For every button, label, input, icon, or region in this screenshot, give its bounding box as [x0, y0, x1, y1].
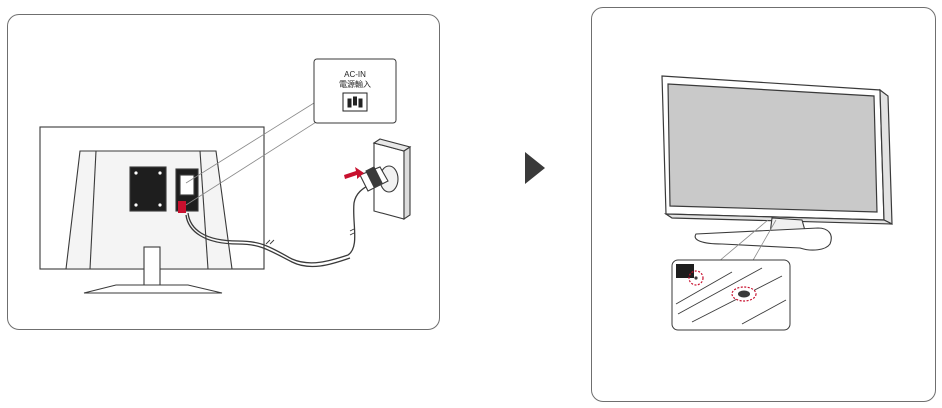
wall-outlet	[372, 138, 412, 221]
step-connect-power-panel: AC-IN 電源輸入	[7, 14, 440, 330]
ac-in-label: AC-IN	[344, 70, 366, 79]
insert-direction-arrow	[344, 167, 364, 179]
power-led-icon	[688, 270, 704, 286]
ac-in-label-chinese: 電源輸入	[339, 79, 371, 89]
power-socket-icon	[342, 92, 368, 112]
monitor-front	[661, 75, 893, 225]
detail-callout-lines	[717, 219, 777, 263]
monitor-stand	[694, 217, 832, 251]
callout-lines	[185, 102, 325, 206]
right-arrow-icon	[525, 152, 545, 184]
power-cord	[185, 182, 373, 268]
power-button-detail	[671, 259, 791, 331]
step-power-on-panel	[591, 7, 936, 402]
ac-in-callout: AC-IN 電源輸入	[313, 58, 397, 124]
power-plug-icon	[359, 166, 389, 192]
monitor-back	[39, 126, 265, 294]
monitor-front-illustration	[661, 75, 893, 331]
power-button-icon	[731, 286, 757, 302]
ac-in-connector-icon	[178, 201, 186, 213]
monitor-back-illustration: AC-IN 電源輸入	[39, 58, 412, 294]
